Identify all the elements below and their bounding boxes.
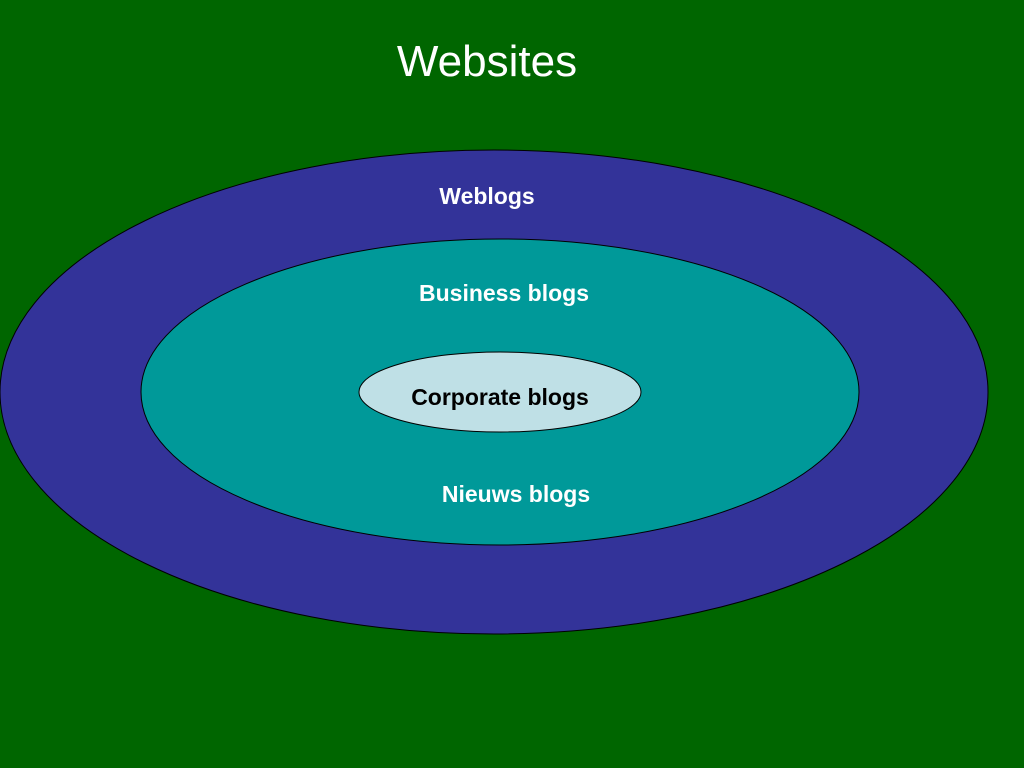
corporate-blogs-label: Corporate blogs [411, 384, 589, 410]
slide-title: Websites [396, 37, 578, 86]
business-blogs-label: Business blogs [419, 280, 589, 306]
nieuws-blogs-label: Nieuws blogs [442, 481, 590, 507]
weblogs-label: Weblogs [439, 183, 534, 209]
corporate-blogs-ellipse [358, 351, 642, 433]
